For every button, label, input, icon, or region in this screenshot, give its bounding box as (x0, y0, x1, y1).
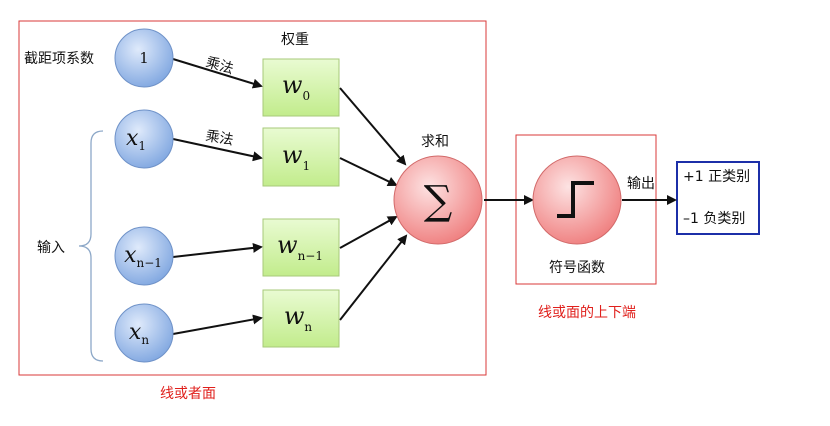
edge-xn1-wn1 (172, 242, 263, 258)
weight-label-wn1: wn−1 (277, 231, 323, 263)
weights-label: 权重 (281, 32, 309, 48)
input-node-xn1 (114, 226, 174, 286)
activation-frame (515, 134, 657, 285)
input-label-xn: xn (129, 320, 149, 347)
neuron-frame (18, 20, 487, 376)
step-function-node (532, 155, 622, 245)
input-node-x1 (114, 109, 174, 169)
negative-class-label: –1 负类别 (683, 211, 745, 227)
step-function-icon (557, 181, 594, 218)
output-frame (676, 161, 760, 235)
edge-wn-sum (339, 234, 408, 321)
edge-wn1-sum (339, 216, 398, 249)
input-label-xn1: xn−1 (124, 243, 162, 270)
caption-right: 线或面的上下端 (538, 305, 636, 321)
intercept-label: 截距项系数 (24, 51, 94, 67)
sum-symbol: ∑ (424, 178, 453, 224)
edge-x1-w1 (172, 138, 263, 162)
weight-label-w1: w1 (282, 141, 310, 173)
input-node-xn (114, 303, 174, 363)
bias-node (114, 28, 174, 88)
inputs-label: 输入 (37, 240, 65, 256)
input-brace (78, 130, 104, 362)
weight-label-w0: w0 (282, 71, 310, 103)
caption-left: 线或者面 (160, 386, 216, 402)
weight-box-wn1 (262, 218, 340, 277)
multiply-label-top: 乘法 (204, 54, 235, 77)
positive-class-label: +1 正类别 (683, 169, 750, 185)
bias-value: 1 (139, 49, 149, 67)
sign-function-label: 符号函数 (549, 260, 605, 276)
edge-bias-w0 (172, 58, 263, 89)
sum-node (393, 155, 483, 245)
output-label: 输出 (627, 176, 655, 192)
weight-box-wn (262, 289, 340, 348)
weight-box-w0 (262, 58, 340, 117)
edge-w1-sum (339, 157, 398, 187)
weight-box-w1 (262, 127, 340, 187)
multiply-label-mid: 乘法 (204, 128, 234, 149)
edge-w0-sum (339, 87, 407, 166)
sum-label: 求和 (421, 134, 449, 150)
edge-xn-wn (172, 314, 263, 335)
input-label-x1: x1 (126, 126, 146, 153)
weight-label-wn: wn (284, 302, 313, 334)
